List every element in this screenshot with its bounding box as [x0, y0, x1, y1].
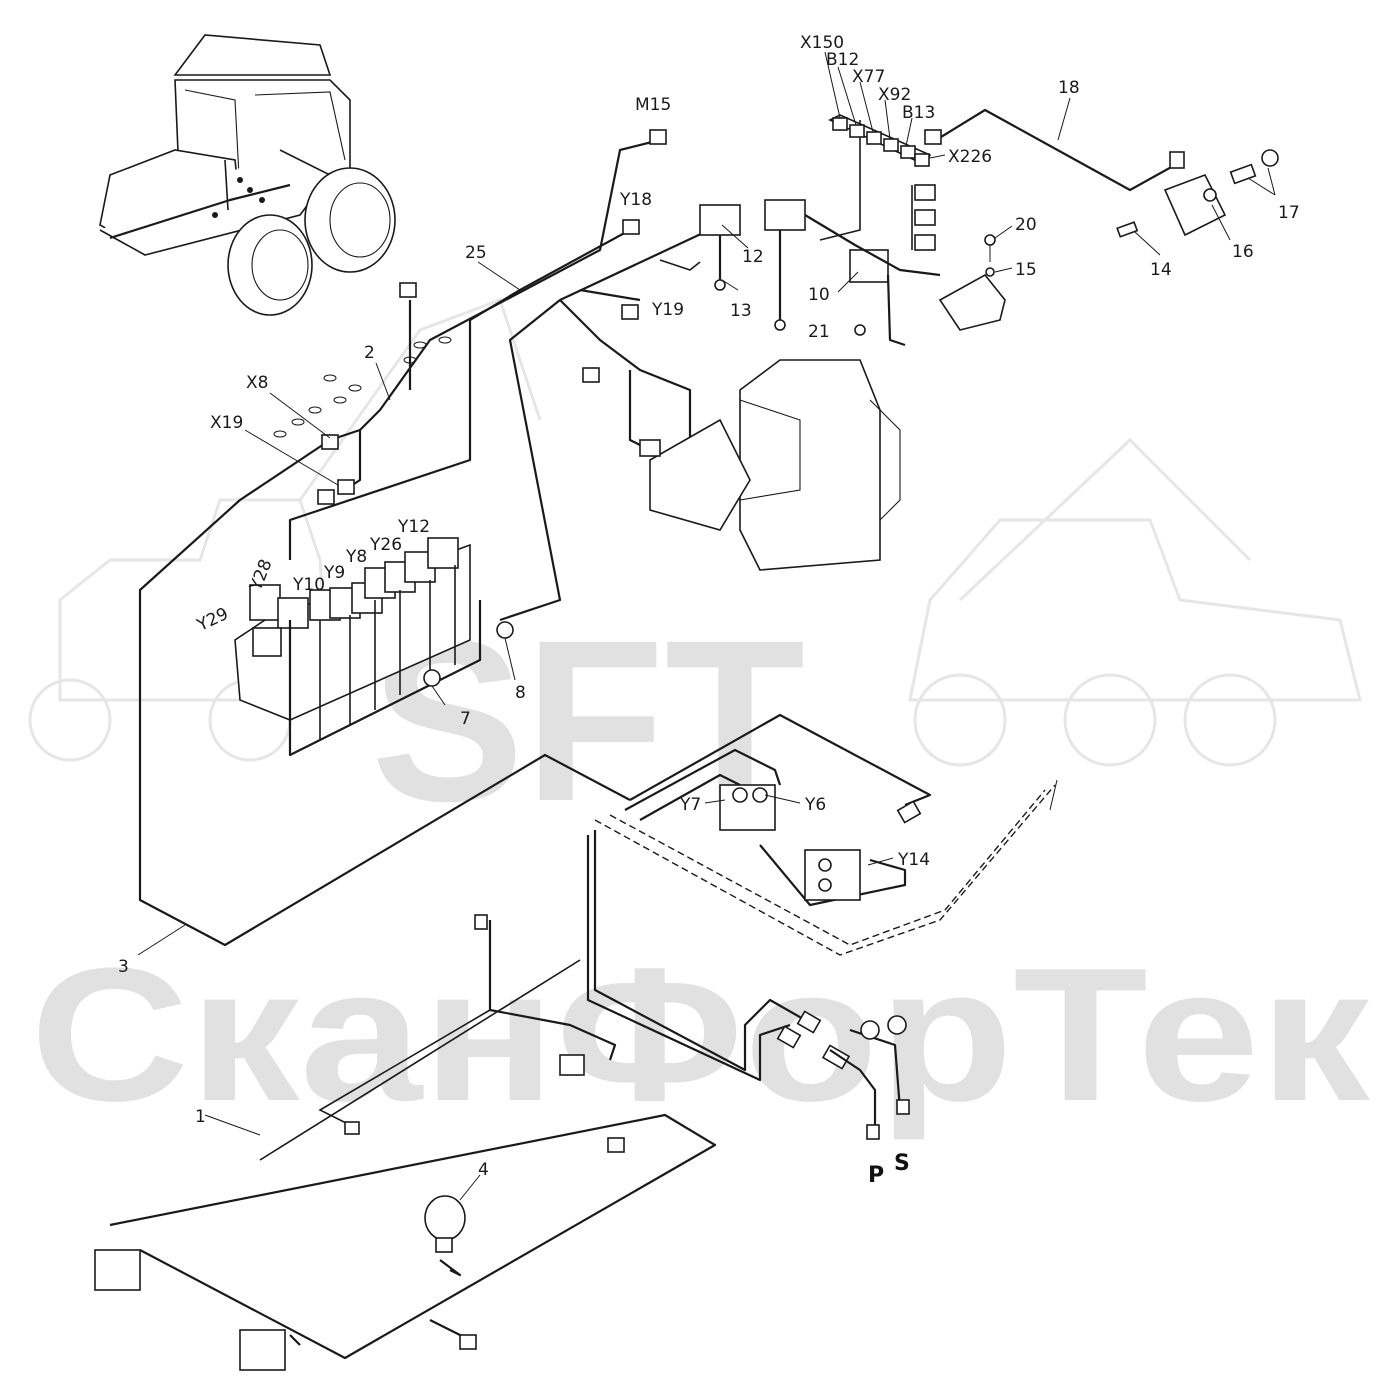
watermark-brand: СканФорТек: [30, 929, 1371, 1141]
label-X92: X92: [878, 85, 911, 105]
label-Y29: Y29: [193, 604, 231, 636]
label-12: 12: [742, 247, 764, 267]
label-2: 2: [364, 343, 375, 363]
harness-3: [138, 439, 631, 947]
label-X8: X8: [246, 373, 268, 393]
label-10: 10: [808, 285, 830, 305]
label-Y10: Y10: [292, 575, 325, 595]
label-P: P: [868, 1163, 884, 1188]
callout-labels: M15 Y18 Y19 25 2 X8 X19 12 13 10 21 20 1…: [118, 33, 1300, 1188]
label-17: 17: [1278, 203, 1300, 223]
label-B13: B13: [902, 103, 935, 123]
label-25: 25: [465, 243, 487, 263]
label-16: 16: [1232, 242, 1254, 262]
label-Y9: Y9: [323, 563, 345, 583]
label-Y12: Y12: [397, 517, 430, 537]
label-Y6: Y6: [804, 795, 826, 815]
label-3: 3: [118, 957, 129, 977]
watermark-tractor-right: [908, 437, 1362, 767]
harness-25: [288, 138, 721, 622]
label-X77: X77: [852, 67, 885, 87]
connector-blocks: [699, 120, 1006, 347]
label-M15: M15: [635, 95, 671, 115]
label-4: 4: [478, 1160, 489, 1180]
label-Y14: Y14: [897, 850, 930, 870]
label-21: 21: [808, 322, 830, 342]
label-X19: X19: [210, 413, 243, 433]
label-B12: B12: [826, 50, 859, 70]
label-18: 18: [1058, 78, 1080, 98]
label-13: 13: [730, 301, 752, 321]
right-harness: [586, 713, 1056, 1140]
valve-bank: [234, 537, 514, 757]
sensor-strip: [828, 108, 1279, 238]
label-7: 7: [460, 709, 471, 729]
label-1: 1: [195, 1107, 206, 1127]
bottom-harness: [94, 914, 717, 1371]
tractor-overview: [99, 34, 396, 316]
label-Y7: Y7: [679, 795, 701, 815]
label-Y18: Y18: [619, 190, 652, 210]
label-8: 8: [515, 683, 526, 703]
hydraulic-pump: [639, 359, 901, 571]
label-S: S: [894, 1151, 910, 1176]
label-Y8: Y8: [345, 547, 367, 567]
label-X226: X226: [948, 147, 992, 167]
label-14: 14: [1150, 260, 1172, 280]
small-connectors: [273, 129, 701, 505]
leader-lines: [137, 51, 1276, 1201]
label-Y26: Y26: [369, 535, 402, 555]
label-Y19: Y19: [651, 300, 684, 320]
label-X150: X150: [800, 33, 844, 53]
label-15: 15: [1015, 260, 1037, 280]
label-20: 20: [1015, 215, 1037, 235]
